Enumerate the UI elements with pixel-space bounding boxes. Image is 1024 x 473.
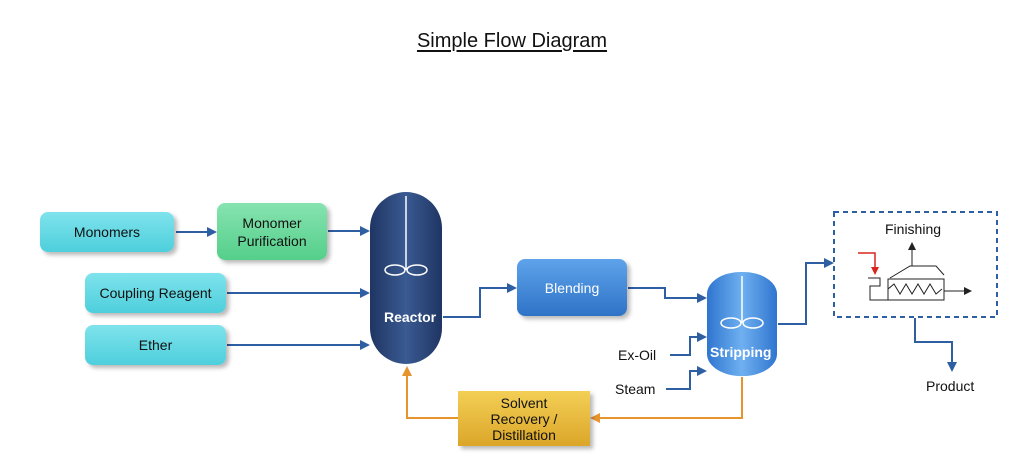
blending-label: Blending <box>544 279 600 296</box>
solvent-recovery-label: Solvent Recovery / Distillation <box>490 394 558 443</box>
reactor-impeller-right <box>406 264 428 276</box>
coupling-reagent-box: Coupling Reagent <box>85 273 226 313</box>
arrow-exoil-to-stripping <box>670 332 707 356</box>
arrow-blending-to-stripping <box>628 287 707 303</box>
finishing-extruder-icon <box>858 242 972 301</box>
arrow-stripping-to-recovery <box>590 377 743 423</box>
arrow-reactor-to-blending <box>443 283 517 318</box>
ether-label: Ether <box>138 337 173 353</box>
stripping-impeller-right <box>742 317 764 329</box>
finishing-label: Finishing <box>885 221 942 237</box>
monomers-box: Monomers <box>40 212 174 252</box>
extruder-vent-hood <box>889 265 945 279</box>
diagram-title: Simple Flow Diagram <box>416 30 608 52</box>
arrow-recovery-to-reactor <box>402 366 458 419</box>
extruder-barrel <box>887 278 945 301</box>
steam-label: Steam <box>615 381 656 397</box>
reactor-vessel <box>370 192 442 364</box>
extruder-screw <box>887 283 943 295</box>
stripping-vessel <box>707 272 777 376</box>
blending-box: Blending <box>517 259 627 316</box>
arrow-steam-to-stripping <box>666 366 707 390</box>
reactor-impeller-left <box>384 264 406 276</box>
monomer-purification-label: Monomer Purification <box>237 214 307 249</box>
finishing-feed-line <box>858 252 879 275</box>
stripping-impeller-left <box>720 317 742 329</box>
monomer-purification-box: Monomer Purification <box>217 203 327 260</box>
ex-oil-label: Ex-Oil <box>618 347 657 363</box>
monomers-label: Monomers <box>73 224 141 240</box>
arrow-finishing-to-product <box>914 318 957 372</box>
product-label: Product <box>926 378 975 394</box>
arrow-stripping-to-finishing <box>778 258 834 325</box>
solvent-recovery-box: Solvent Recovery / Distillation <box>458 391 590 446</box>
coupling-reagent-label: Coupling Reagent <box>99 285 212 301</box>
finishing-boundary <box>833 211 998 318</box>
ether-box: Ether <box>85 325 226 365</box>
stripping-label: Stripping <box>710 344 772 360</box>
reactor-label: Reactor <box>384 309 437 325</box>
